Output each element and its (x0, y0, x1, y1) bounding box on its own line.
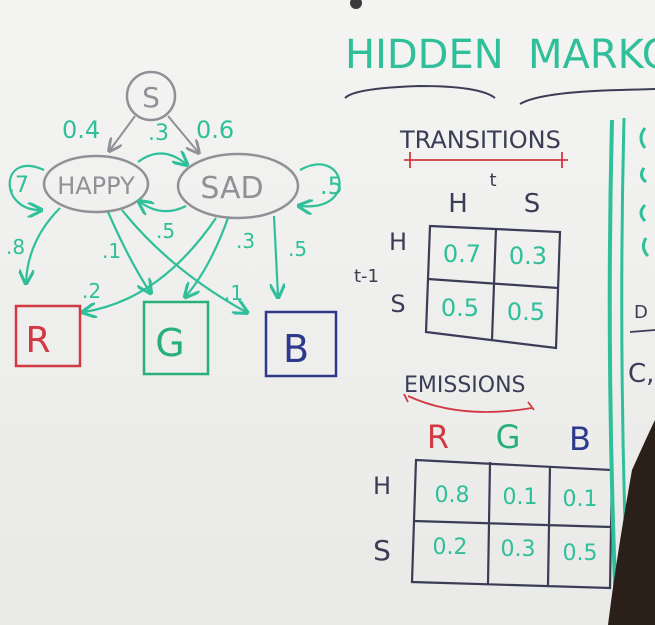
emissions-col-g: G (496, 418, 521, 456)
emissions-row-h: H (373, 472, 391, 500)
transitions-row-s: S (390, 290, 405, 318)
emissions-heading: EMISSIONS (404, 373, 526, 398)
start-node (125, 70, 177, 122)
start-label: S (142, 81, 160, 114)
transitions-cell-sh: 0.5 (441, 294, 479, 322)
title-word-1: HIDDEN (345, 32, 504, 78)
title-word-2: MARKOV (528, 32, 655, 78)
b-label: B (283, 327, 309, 371)
emissions-row-s: S (373, 534, 391, 567)
emissions-cell-hr: 0.8 (435, 483, 470, 508)
start-to-sad-arrow (167, 115, 198, 152)
transitions-col-h: H (448, 189, 468, 219)
emissions-cell-sb: 0.5 (563, 541, 598, 566)
happy-to-sad-prob: .3 (148, 121, 169, 146)
right-edge-fragment-2: C, (628, 359, 654, 389)
happy-to-sad-arrow (137, 153, 186, 164)
title-underline-1 (344, 84, 496, 99)
sad-self-loop (300, 163, 341, 206)
emissions-cell-hg: 0.1 (503, 485, 538, 510)
r-label: R (25, 320, 50, 361)
emissions-grid (410, 458, 614, 590)
top-edge-object (350, 0, 362, 9)
sad-to-b-arrow (274, 215, 278, 296)
presenter-arm (608, 420, 655, 625)
transitions-cell-hh: 0.7 (443, 240, 481, 268)
emissions-cell-hb: 0.1 (563, 487, 598, 512)
happy-node (42, 154, 150, 214)
r-box (14, 304, 82, 368)
start-to-happy-arrow (110, 115, 136, 150)
happy-label: HAPPY (57, 172, 135, 200)
happy-self-loop (8, 164, 45, 210)
title-underline-2 (519, 88, 655, 105)
emissions-col-b: B (569, 420, 591, 458)
happy-to-g-arrow (106, 211, 150, 292)
happy-to-r-arrow (26, 207, 61, 282)
transitions-col-label: t (489, 170, 496, 191)
sad-g-prob: .3 (236, 229, 255, 253)
sad-to-happy-arrow (140, 202, 187, 211)
b-box (264, 310, 338, 378)
divider-line-1 (607, 119, 618, 611)
emissions-cell-sg: 0.3 (501, 537, 536, 562)
sad-to-happy-prob: .5 (156, 219, 175, 243)
sad-node (176, 152, 300, 220)
sad-self-prob: .5 (320, 172, 343, 200)
happy-r-prob: .8 (6, 235, 25, 259)
emissions-underline (403, 393, 535, 413)
sad-label: SAD (200, 171, 263, 206)
transitions-col-s: S (524, 189, 541, 219)
transitions-grid (424, 224, 562, 350)
g-box (142, 300, 210, 376)
start-happy-prob: 0.4 (62, 116, 100, 144)
right-edge-fragment-1: D (634, 302, 648, 323)
transitions-row-label: t-1 (354, 266, 379, 287)
transitions-row-h: H (389, 228, 407, 256)
transitions-heading: TRANSITIONS (399, 126, 561, 154)
g-label: G (155, 321, 184, 365)
emissions-col-r: R (427, 418, 449, 456)
happy-g-prob: .1 (102, 239, 121, 263)
emissions-cell-sr: 0.2 (433, 535, 468, 560)
sad-to-g-arrow (186, 217, 230, 296)
start-sad-prob: 0.6 (196, 116, 234, 144)
transitions-underline (404, 152, 568, 168)
transitions-cell-hs: 0.3 (509, 242, 547, 270)
happy-b-prob: .1 (224, 281, 243, 305)
right-edge-rule (629, 329, 655, 333)
transitions-cell-ss: 0.5 (507, 298, 545, 326)
happy-self-prob: .7 (8, 173, 29, 198)
right-edge-marks (639, 127, 650, 258)
sad-b-prob: .5 (288, 237, 307, 261)
sad-r-prob: .2 (82, 279, 101, 303)
sad-to-r-arrow (84, 217, 217, 312)
